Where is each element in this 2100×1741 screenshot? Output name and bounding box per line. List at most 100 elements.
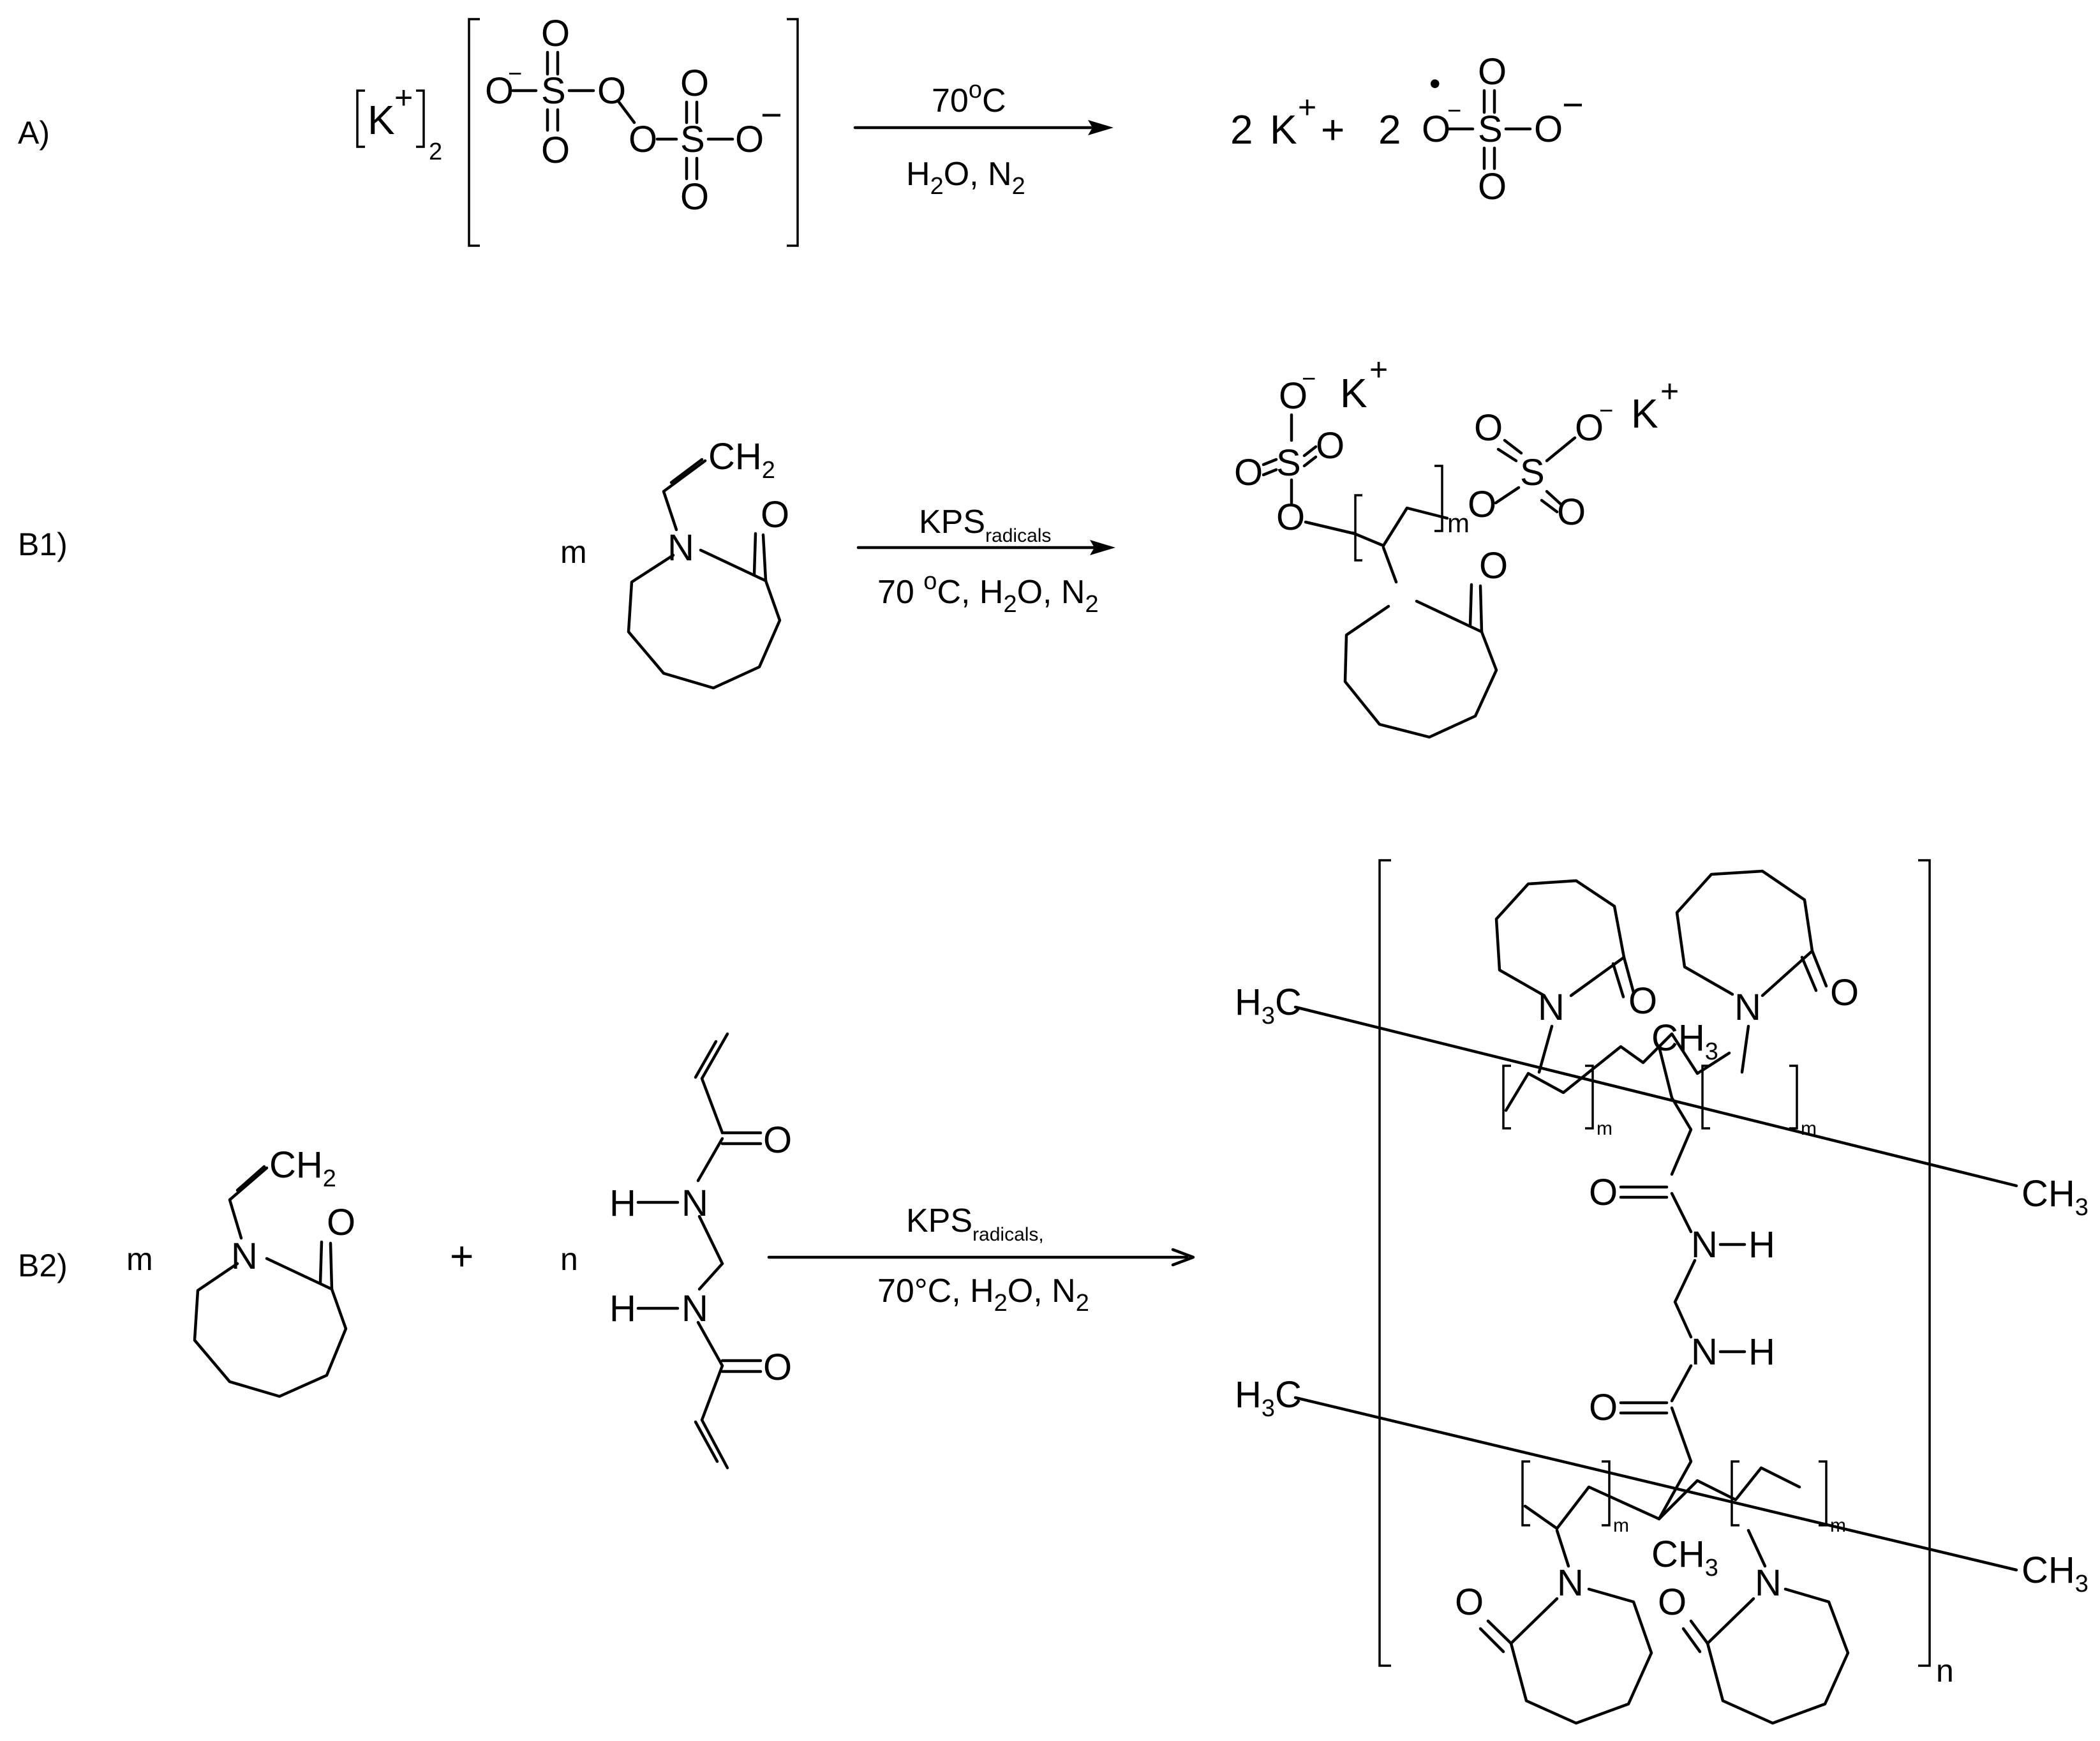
bond <box>1622 955 1635 994</box>
atom-o: O <box>1589 1172 1618 1213</box>
label-a: A) <box>18 115 50 151</box>
atom-n: N <box>681 1183 708 1224</box>
bond <box>1304 520 1356 535</box>
n-vinylcaprolactam: N O CH2 <box>193 1144 355 1398</box>
atom-o: O <box>1468 484 1496 525</box>
end-group-h3c: H3C <box>1235 982 1302 1029</box>
bond <box>752 532 757 576</box>
atom-n: N <box>1557 1562 1584 1604</box>
repeat-bracket <box>1602 1460 1611 1527</box>
atom-o: O <box>761 494 789 535</box>
ring-bonds <box>1494 879 1626 998</box>
outer-bracket-left <box>1378 859 1391 1667</box>
bracket-left-persulfate <box>468 18 480 247</box>
vinyl-ch2: CH2 <box>269 1144 336 1192</box>
plus-sign: + <box>450 1233 473 1279</box>
atom-s: S <box>541 70 566 112</box>
repeat-bracket-left <box>1354 494 1362 562</box>
arrowhead <box>1090 540 1115 555</box>
bond <box>700 1032 729 1135</box>
crosslink-bond <box>1657 1406 1693 1521</box>
charge-minus: − <box>761 94 782 136</box>
potassium-k: K <box>1340 370 1367 416</box>
bond <box>696 1137 724 1183</box>
atom-o: O <box>1474 407 1503 449</box>
bond <box>1555 1528 1570 1568</box>
atom-o: O <box>1478 51 1507 93</box>
atom-h: H <box>609 1183 636 1224</box>
repeat-bracket-right <box>1434 465 1443 532</box>
persulfate-anion: O − S O O O O S O O O − <box>485 13 782 218</box>
bond <box>318 1240 324 1285</box>
bond <box>617 100 636 124</box>
bond <box>1810 949 1828 988</box>
charge-minus: − <box>1562 84 1584 126</box>
atom-n: N <box>1691 1224 1718 1266</box>
bond <box>1381 546 1398 584</box>
atom-o: O <box>1575 407 1604 449</box>
bond <box>662 459 707 532</box>
end-group-h3c: H3C <box>1235 1374 1302 1422</box>
crosslink-bond <box>1657 1045 1693 1176</box>
top-backbone <box>1504 1032 1731 1112</box>
bracket-right-persulfate <box>787 18 799 247</box>
reaction-a: A) K + 2 O − S O O O O S O O O − <box>18 13 1584 247</box>
repeat-bracket <box>1819 1460 1828 1527</box>
potassium-k: K <box>368 97 395 143</box>
atom-n: N <box>1691 1331 1718 1373</box>
atom-o: O <box>1658 1581 1687 1623</box>
bond <box>1545 489 1563 506</box>
atom-o: O <box>1279 375 1307 417</box>
atom-s: S <box>1276 442 1301 484</box>
sulfate-radical-anion: O • − S O O O − <box>1422 51 1584 207</box>
condition-solvent: 70°C, H2O, N2 <box>877 1273 1089 1317</box>
bond <box>1503 438 1523 455</box>
bond <box>1537 1024 1554 1074</box>
repeat-bracket <box>1521 1460 1530 1527</box>
bond <box>1740 1024 1750 1074</box>
repeat-bracket <box>1701 1065 1710 1130</box>
atom-n: N <box>231 1236 258 1277</box>
repeat-index-m: m <box>1597 1118 1612 1139</box>
bond <box>228 1166 269 1240</box>
atom-o: O <box>680 176 709 218</box>
bond <box>1689 1619 1709 1645</box>
bond <box>1540 498 1559 514</box>
arrowhead <box>1171 1248 1195 1267</box>
atom-o: O <box>1479 545 1508 587</box>
plus-sign: + <box>1321 107 1344 153</box>
atom-o: O <box>629 119 657 160</box>
atom-o: O <box>1316 425 1344 467</box>
methyl-ch3: CH3 <box>1651 1534 1718 1581</box>
condition-temperature: 70oC <box>932 77 1006 119</box>
atom-s: S <box>1478 108 1503 150</box>
atom-o: O <box>1557 491 1586 533</box>
atom-s: S <box>1520 452 1545 493</box>
charge-minus: − <box>1599 398 1613 424</box>
atom-o: O <box>680 63 709 104</box>
ring-bonds <box>1706 1587 1850 1725</box>
end-group-ch3: CH3 <box>2022 1173 2089 1221</box>
bond <box>1611 962 1625 999</box>
label-b1: B1) <box>18 527 68 562</box>
repeat-bracket <box>1731 1460 1739 1527</box>
charge-minus: − <box>508 61 522 87</box>
atom-n: N <box>1755 1562 1782 1604</box>
atom-n: N <box>681 1288 708 1329</box>
condition-initiator: KPSradicals, <box>906 1202 1044 1245</box>
atom-o: O <box>763 1347 792 1388</box>
bond <box>1302 455 1318 468</box>
atom-o: O <box>485 70 514 112</box>
atom-o: O <box>1422 108 1450 150</box>
potassium-charge: + <box>1660 373 1679 409</box>
atom-o: O <box>541 13 570 54</box>
bond <box>1670 1192 1693 1234</box>
bond <box>694 1040 718 1079</box>
atom-o: O <box>1589 1387 1618 1428</box>
repeat-bracket <box>1502 1065 1511 1130</box>
atom-o: O <box>1455 1581 1484 1623</box>
atom-o: O <box>1478 166 1507 207</box>
condition-solvent: H2O, N2 <box>906 156 1025 200</box>
n-vinylcaprolactam: N O CH2 <box>627 436 789 690</box>
bond <box>329 1241 334 1291</box>
